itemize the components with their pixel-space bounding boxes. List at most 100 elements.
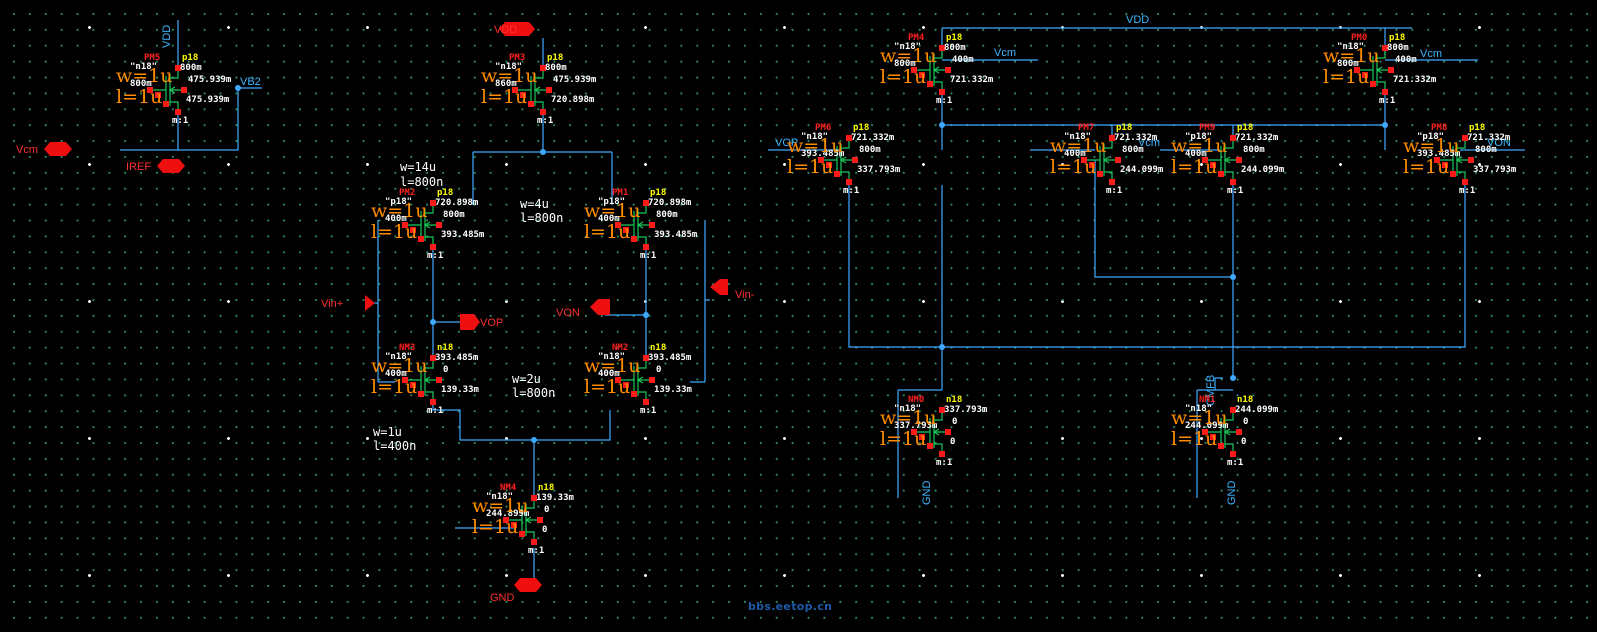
transistor-pm2[interactable]: [402, 200, 442, 250]
transistor-pm8[interactable]: [1434, 135, 1474, 185]
terminal-pin[interactable]: [537, 517, 543, 523]
wire-right-top[interactable]: [768, 27, 1525, 151]
transistor-nm2[interactable]: [615, 355, 655, 405]
terminal-pin[interactable]: [418, 391, 424, 397]
terminal-pin[interactable]: [623, 382, 629, 388]
terminal-pin[interactable]: [643, 200, 649, 206]
terminal-pin[interactable]: [540, 109, 546, 115]
transistor-nm0[interactable]: [911, 407, 951, 457]
terminal-pin[interactable]: [1462, 135, 1468, 141]
pin-vop[interactable]: [460, 314, 480, 330]
terminal-pin[interactable]: [1230, 135, 1236, 141]
terminal-pin[interactable]: [1081, 157, 1087, 163]
transistor-nm4[interactable]: [503, 495, 543, 545]
terminal-pin[interactable]: [1468, 157, 1474, 163]
transistor-nm3[interactable]: [402, 355, 442, 405]
terminal-pin[interactable]: [1109, 135, 1115, 141]
terminal-pin[interactable]: [1382, 45, 1388, 51]
terminal-pin[interactable]: [511, 522, 517, 528]
wire-right-branch[interactable]: [605, 220, 710, 383]
terminal-pin[interactable]: [512, 87, 518, 93]
terminal-pin[interactable]: [834, 171, 840, 177]
wire-right-mid[interactable]: [848, 160, 1466, 498]
terminal-pin[interactable]: [1462, 179, 1468, 185]
terminal-pin[interactable]: [1218, 443, 1224, 449]
terminal-pin[interactable]: [546, 87, 552, 93]
transistor-pm3[interactable]: [512, 65, 552, 115]
terminal-pin[interactable]: [1434, 157, 1440, 163]
terminal-pin[interactable]: [1202, 157, 1208, 163]
transistor-pm9[interactable]: [1202, 135, 1242, 185]
terminal-pin[interactable]: [1097, 171, 1103, 177]
terminal-pin[interactable]: [911, 429, 917, 435]
terminal-pin[interactable]: [643, 355, 649, 361]
transistor-pm1[interactable]: [615, 200, 655, 250]
terminal-pin[interactable]: [846, 135, 852, 141]
terminal-pin[interactable]: [927, 443, 933, 449]
terminal-pin[interactable]: [1354, 67, 1360, 73]
terminal-pin[interactable]: [155, 92, 161, 98]
terminal-pin[interactable]: [939, 451, 945, 457]
terminal-pin[interactable]: [402, 377, 408, 383]
terminal-pin[interactable]: [649, 377, 655, 383]
wire-bias[interactable]: [120, 20, 262, 151]
pin-vinp[interactable]: [365, 295, 375, 311]
terminal-pin[interactable]: [175, 65, 181, 71]
terminal-pin[interactable]: [163, 101, 169, 107]
terminal-pin[interactable]: [1236, 429, 1242, 435]
terminal-pin[interactable]: [939, 45, 945, 51]
terminal-pin[interactable]: [919, 434, 925, 440]
transistor-pm0[interactable]: [1354, 45, 1394, 95]
pin-vinm[interactable]: [710, 279, 728, 295]
terminal-pin[interactable]: [410, 382, 416, 388]
transistor-pm5[interactable]: [147, 65, 187, 115]
terminal-pin[interactable]: [402, 222, 408, 228]
terminal-pin[interactable]: [623, 227, 629, 233]
pin-vdd1[interactable]: [499, 22, 535, 36]
terminal-pin[interactable]: [410, 227, 416, 233]
terminal-pin[interactable]: [540, 65, 546, 71]
terminal-pin[interactable]: [1202, 429, 1208, 435]
terminal-pin[interactable]: [919, 72, 925, 78]
terminal-pin[interactable]: [826, 162, 832, 168]
transistor-pm6[interactable]: [818, 135, 858, 185]
terminal-pin[interactable]: [1236, 157, 1242, 163]
terminal-pin[interactable]: [1115, 157, 1121, 163]
terminal-pin[interactable]: [520, 92, 526, 98]
terminal-pin[interactable]: [1210, 434, 1216, 440]
pin-gnd[interactable]: [514, 578, 542, 592]
terminal-pin[interactable]: [1210, 162, 1216, 168]
terminal-pin[interactable]: [818, 157, 824, 163]
terminal-pin[interactable]: [1109, 179, 1115, 185]
terminal-pin[interactable]: [436, 222, 442, 228]
terminal-pin[interactable]: [181, 87, 187, 93]
terminal-pin[interactable]: [1230, 179, 1236, 185]
terminal-pin[interactable]: [1089, 162, 1095, 168]
terminal-pin[interactable]: [175, 109, 181, 115]
terminal-pin[interactable]: [430, 355, 436, 361]
terminal-pin[interactable]: [1230, 451, 1236, 457]
terminal-pin[interactable]: [1218, 171, 1224, 177]
terminal-pin[interactable]: [430, 399, 436, 405]
terminal-pin[interactable]: [418, 236, 424, 242]
transistor-pm7[interactable]: [1081, 135, 1121, 185]
terminal-pin[interactable]: [939, 89, 945, 95]
terminal-pin[interactable]: [927, 81, 933, 87]
terminal-pin[interactable]: [911, 67, 917, 73]
transistor-pm4[interactable]: [911, 45, 951, 95]
terminal-pin[interactable]: [846, 179, 852, 185]
terminal-pin[interactable]: [430, 244, 436, 250]
terminal-pin[interactable]: [852, 157, 858, 163]
terminal-pin[interactable]: [519, 531, 525, 537]
terminal-pin[interactable]: [649, 222, 655, 228]
transistor-nm1[interactable]: [1202, 407, 1242, 457]
terminal-pin[interactable]: [436, 377, 442, 383]
terminal-pin[interactable]: [1382, 89, 1388, 95]
pin-iref[interactable]: [157, 159, 185, 173]
terminal-pin[interactable]: [503, 517, 509, 523]
terminal-pin[interactable]: [945, 429, 951, 435]
terminal-pin[interactable]: [631, 391, 637, 397]
terminal-pin[interactable]: [643, 244, 649, 250]
terminal-pin[interactable]: [528, 101, 534, 107]
terminal-pin[interactable]: [531, 495, 537, 501]
